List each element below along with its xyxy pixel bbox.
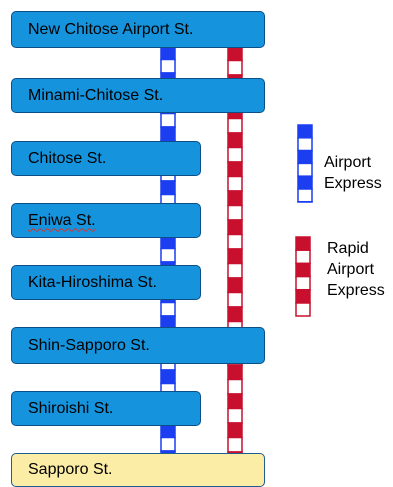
legend-airport-express-swatch (297, 124, 313, 203)
rapid-airport-express-line-segment (227, 364, 243, 381)
airport-express-line-segment (160, 45, 176, 61)
airport-express-line-segment (160, 126, 176, 142)
rapid-airport-express-line-segment (227, 407, 243, 424)
airport-express-line-segment (160, 112, 176, 128)
rapid-airport-express-line-segment (227, 378, 243, 395)
legend-rapid-line1: Rapid (327, 240, 369, 257)
airport-express-line-segment (160, 369, 176, 385)
rapid-airport-express-line-segment (227, 436, 243, 453)
legend-rapid-airport-express-swatch-segment (295, 289, 311, 304)
station-shin-sapporo: Shin-Sapporo St. (11, 327, 265, 364)
station-label: Sapporo St. (28, 461, 113, 478)
rapid-airport-express-line-segment (227, 59, 243, 76)
legend-rapid-airport-express-swatch (295, 236, 311, 317)
rapid-airport-express-line-segment (227, 161, 243, 178)
rapid-airport-express-line-segment (227, 262, 243, 279)
legend-airport-express-label: Airport Express (324, 152, 382, 194)
station-label: Eniwa St. (28, 211, 96, 229)
legend-airport-express-swatch-segment (297, 149, 313, 165)
rapid-airport-express-line (227, 45, 243, 456)
rapid-airport-express-line-segment (227, 277, 243, 294)
rapid-airport-express-line-segment (227, 219, 243, 236)
rapid-airport-express-line-segment (227, 132, 243, 149)
station-eniwa: Eniwa St. (11, 203, 201, 238)
rapid-airport-express-line-segment (227, 422, 243, 439)
station-label: New Chitose Airport St. (28, 20, 194, 38)
legend-rapid-airport-express-swatch-segment (295, 249, 311, 265)
legend-airport-express-swatch-segment (297, 124, 313, 139)
airport-express-line-segment (160, 436, 176, 452)
legend-rapid-airport-express-swatch-segment (295, 275, 311, 291)
rapid-airport-express-line-segment (227, 204, 243, 221)
legend-airport-express-swatch-segment (297, 162, 313, 177)
legend-rapid-airport-express-swatch-segment (295, 302, 311, 317)
station-label: Kita-Hiroshima St. (28, 273, 157, 291)
station-kita-hiroshima: Kita-Hiroshima St. (11, 265, 201, 300)
legend-rapid-line2: Airport (327, 261, 375, 278)
station-minami-chitose: Minami-Chitose St. (11, 78, 265, 113)
legend-airport-express-swatch-segment (297, 137, 313, 152)
station-sapporo: Sapporo St. (11, 453, 265, 487)
airport-express-line-segment (160, 423, 176, 439)
station-shiroishi: Shiroishi St. (11, 391, 201, 426)
rapid-airport-express-line-segment (227, 45, 243, 62)
legend-rapid-airport-express-label: Rapid Airport Express (327, 238, 385, 301)
station-chitose: Chitose St. (11, 141, 201, 176)
station-label: Shin-Sapporo St. (28, 336, 150, 354)
legend-airport-express-line2: Express (324, 175, 382, 192)
airport-express-line-segment (160, 58, 176, 74)
airport-express-line-segment (160, 247, 176, 263)
rapid-airport-express-line-segment (227, 190, 243, 207)
rapid-airport-express-line-segment (227, 233, 243, 250)
station-new-chitose-airport: New Chitose Airport St. (11, 11, 265, 48)
station-label: Chitose St. (28, 149, 107, 167)
legend-rapid-airport-express-swatch-segment (295, 236, 311, 251)
station-label: Shiroishi St. (28, 399, 114, 417)
rapid-airport-express-line-segment (227, 306, 243, 323)
rapid-airport-express-line-segment (227, 393, 243, 410)
airport-express-line-segment (160, 180, 176, 196)
legend-airport-express-line1: Airport (324, 154, 372, 171)
rapid-airport-express-line-segment (227, 248, 243, 265)
rapid-airport-express-line-segment (227, 175, 243, 192)
legend-airport-express-swatch-segment (297, 175, 313, 190)
legend-airport-express-swatch-segment (297, 188, 313, 203)
rapid-airport-express-line-segment (227, 117, 243, 134)
rapid-airport-express-line-segment (227, 146, 243, 163)
rapid-airport-express-line-segment (227, 291, 243, 308)
legend-rapid-airport-express-swatch-segment (295, 262, 311, 278)
legend-rapid-line3: Express (327, 282, 385, 299)
airport-express-line-segment (160, 301, 176, 317)
station-label: Minami-Chitose St. (28, 86, 164, 104)
